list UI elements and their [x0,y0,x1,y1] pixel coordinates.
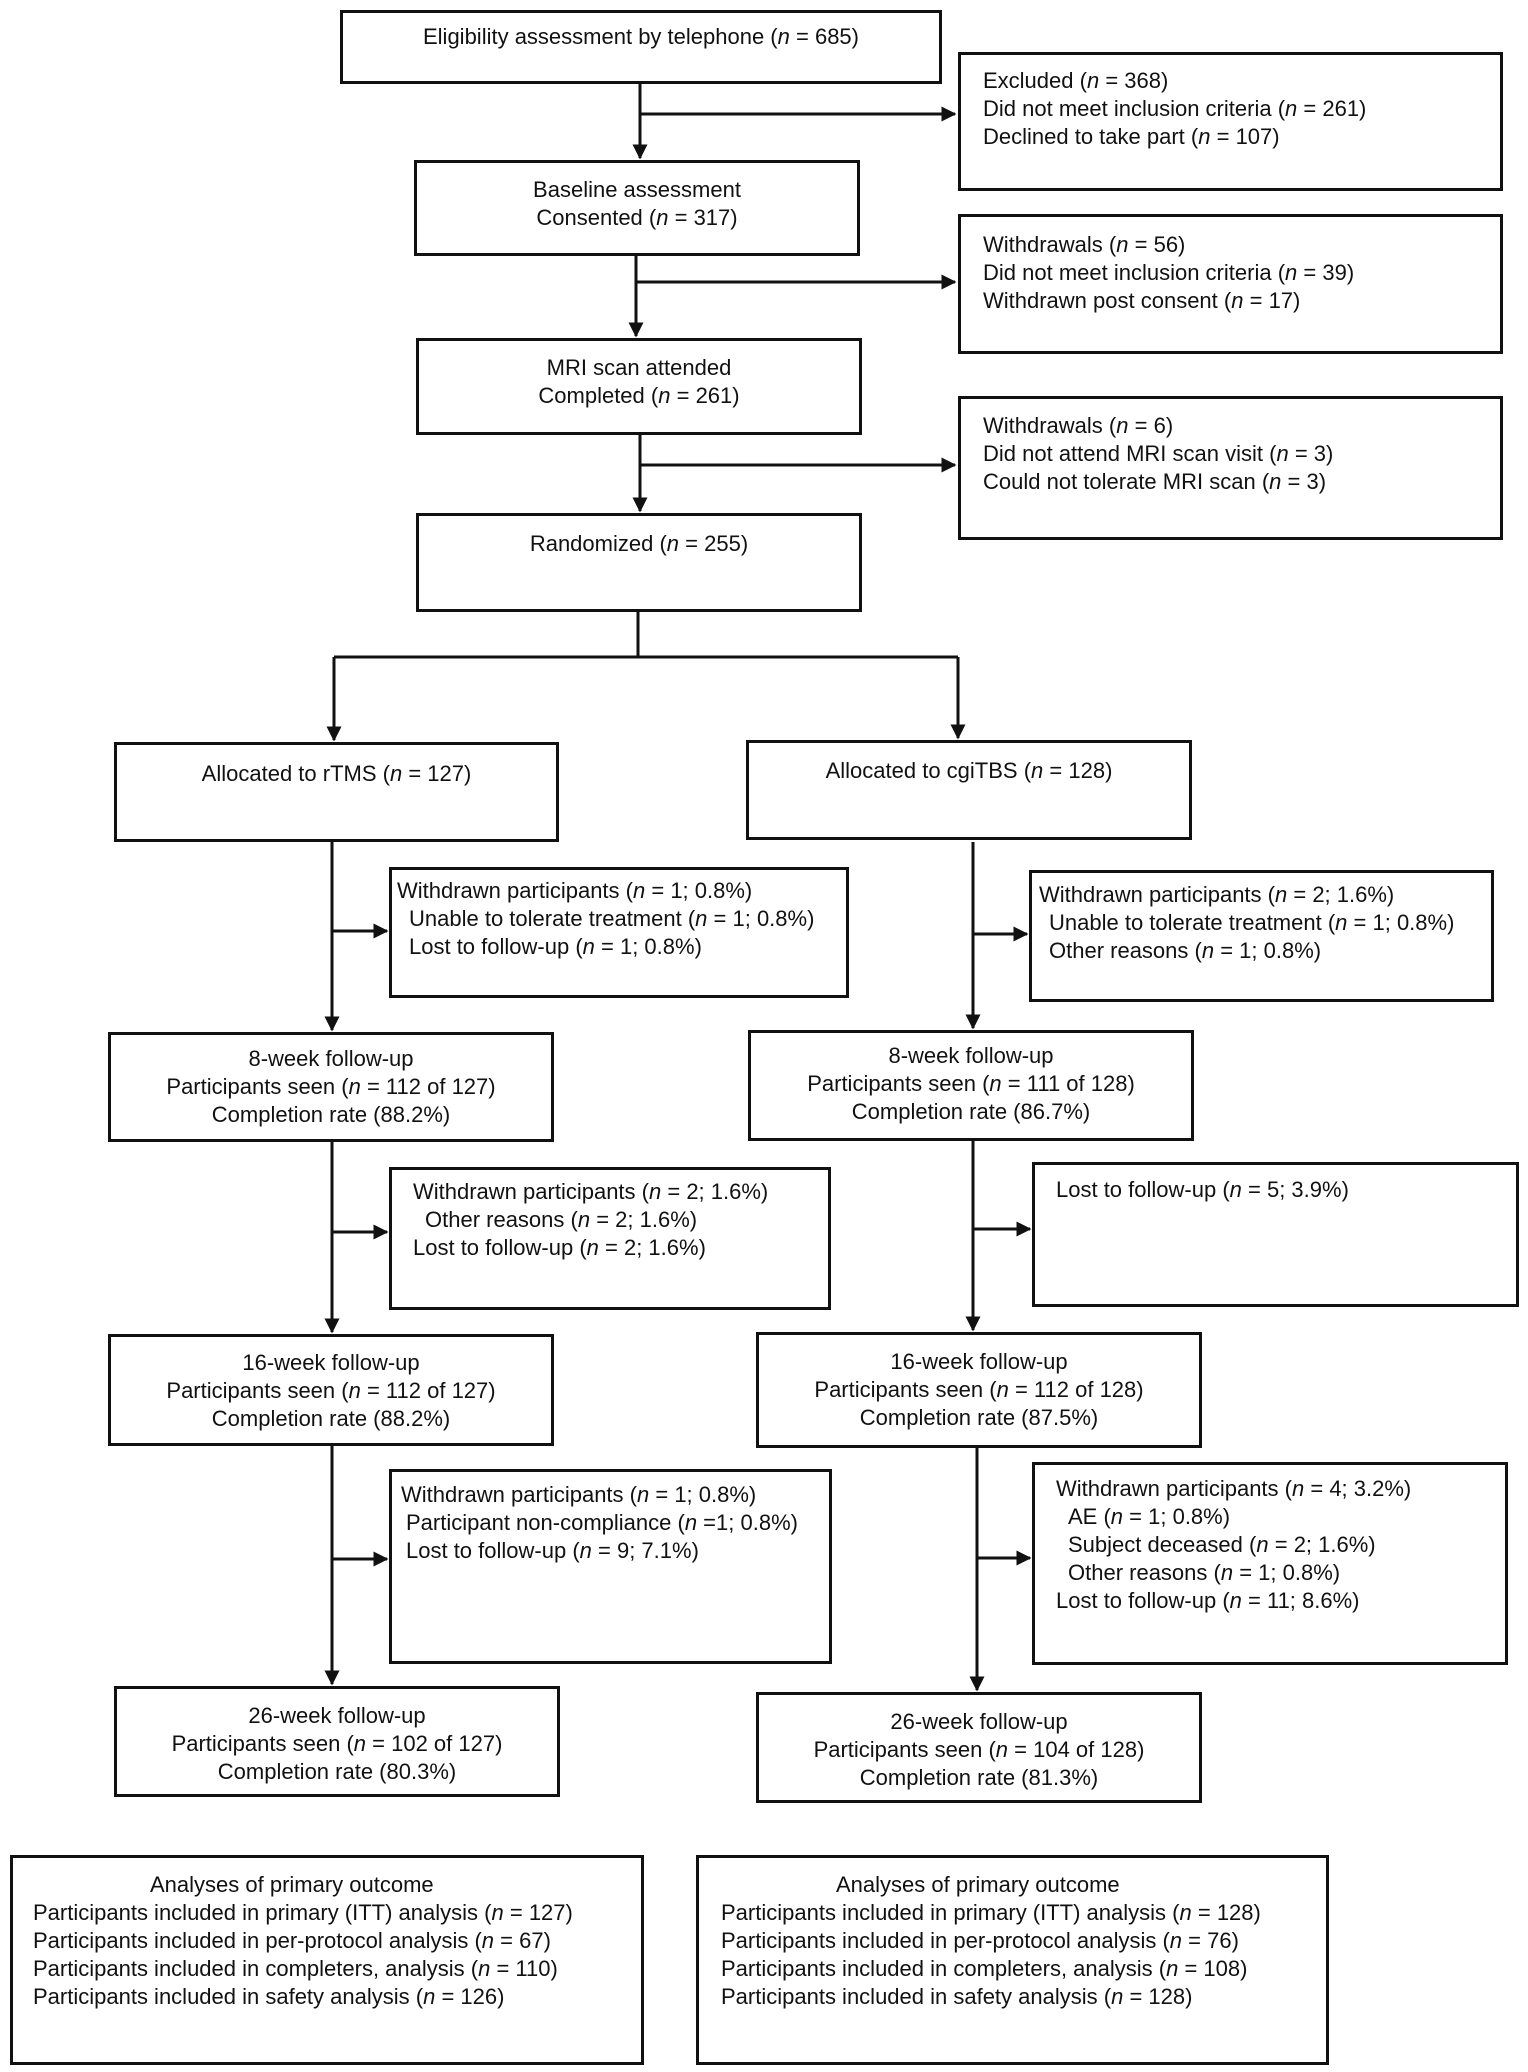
cgitbs-withdrawn-3-title: Withdrawn participants (n = 4; 3.2%) [1056,1476,1412,1501]
rtms-analyses-title: Analyses of primary outcome [150,1872,434,1897]
cgitbs-withdrawn-1-reason: Unable to tolerate treatment (n = 1; 0.8… [1049,910,1455,935]
cgitbs-week16-title: 16-week follow-up [890,1349,1068,1374]
rtms-withdrawn-1-reason: Unable to tolerate treatment (n = 1; 0.8… [409,906,815,931]
rtms-week16-rate: Completion rate (88.2%) [211,1406,451,1431]
cgitbs-withdrawn-1-reason: Other reasons (n = 1; 0.8%) [1049,938,1322,963]
rtms-withdrawn-2-lost: Lost to follow-up (n = 2; 1.6%) [413,1235,706,1260]
cgitbs-week26-title: 26-week follow-up [890,1709,1068,1734]
randomized-text: Randomized (n = 255) [529,531,749,556]
rtms-week8-seen: Participants seen (n = 112 of 127) [166,1074,496,1099]
cgitbs-withdrawn-1-box: Withdrawn participants (n = 2; 1.6%) Una… [1029,870,1494,1002]
cgitbs-week8-box: 8-week follow-up Participants seen (n = … [748,1030,1194,1141]
excluded-box: Excluded (n = 368) Did not meet inclusio… [958,52,1503,191]
cgitbs-week16-rate: Completion rate (87.5%) [859,1405,1099,1430]
rtms-analyses-safety: Participants included in safety analysis… [33,1984,505,2009]
cgitbs-analyses-title: Analyses of primary outcome [836,1872,1120,1897]
cgitbs-withdrawn-3-reason: Other reasons (n = 1; 0.8%) [1068,1560,1341,1585]
cgitbs-withdrawn-3-box: Withdrawn participants (n = 4; 3.2%) AE … [1032,1462,1508,1665]
baseline-withdrawals-reason: Did not meet inclusion criteria (n = 39) [983,260,1355,285]
baseline-withdrawals-title: Withdrawals (n = 56) [983,232,1186,257]
cgitbs-analyses-safety: Participants included in safety analysis… [721,1984,1193,2009]
excluded-reason: Declined to take part (n = 107) [983,124,1280,149]
rtms-week16-seen: Participants seen (n = 112 of 127) [166,1378,496,1403]
rtms-withdrawn-3-reason: Participant non-compliance (n =1; 0.8%) [406,1510,798,1535]
excluded-reason: Did not meet inclusion criteria (n = 261… [983,96,1367,121]
rtms-withdrawn-2-box: Withdrawn participants (n = 2; 1.6%) Oth… [389,1167,831,1310]
rtms-week26-title: 26-week follow-up [248,1703,426,1728]
mri-title: MRI scan attended [546,355,732,380]
rtms-analyses-completers: Participants included in completers, ana… [33,1956,558,1981]
rtms-week26-seen: Participants seen (n = 102 of 127) [171,1731,503,1756]
cgitbs-allocated-text: Allocated to cgiTBS (n = 128) [825,758,1113,783]
excluded-title: Excluded (n = 368) [983,68,1169,93]
rtms-withdrawn-2-title: Withdrawn participants (n = 2; 1.6%) [413,1179,769,1204]
mri-withdrawals-box: Withdrawals (n = 6) Did not attend MRI s… [958,396,1503,540]
rtms-week26-box: 26-week follow-up Participants seen (n =… [114,1686,560,1797]
cgitbs-week8-seen: Participants seen (n = 111 of 128) [807,1071,1135,1096]
cgitbs-week16-box: 16-week follow-up Participants seen (n =… [756,1332,1202,1448]
cgitbs-withdrawn-2-lost: Lost to follow-up (n = 5; 3.9%) [1056,1177,1349,1202]
mri-withdrawals-title: Withdrawals (n = 6) [983,413,1174,438]
cgitbs-analyses-completers: Participants included in completers, ana… [721,1956,1248,1981]
baseline-withdrawals-reason: Withdrawn post consent (n = 17) [983,288,1301,313]
rtms-week8-rate: Completion rate (88.2%) [211,1102,451,1127]
rtms-allocated-text: Allocated to rTMS (n = 127) [201,761,472,786]
cgitbs-withdrawn-2-box: Lost to follow-up (n = 5; 3.9%) [1032,1162,1519,1307]
cgitbs-withdrawn-3-reason: AE (n = 1; 0.8%) [1068,1504,1231,1529]
cgitbs-analyses-box: Analyses of primary outcome Participants… [696,1855,1329,2065]
rtms-analyses-box: Analyses of primary outcome Participants… [10,1855,644,2065]
rtms-withdrawn-2-reason: Other reasons (n = 2; 1.6%) [425,1207,698,1232]
cgitbs-withdrawn-3-lost: Lost to follow-up (n = 11; 8.6%) [1056,1588,1360,1613]
cgitbs-analyses-per-protocol: Participants included in per-protocol an… [721,1928,1239,1953]
baseline-withdrawals-box: Withdrawals (n = 56) Did not meet inclus… [958,214,1503,354]
rtms-withdrawn-1-lost: Lost to follow-up (n = 1; 0.8%) [409,934,702,959]
rtms-analyses-itt: Participants included in primary (ITT) a… [33,1900,573,1925]
rtms-analyses-per-protocol: Participants included in per-protocol an… [33,1928,551,1953]
cgitbs-allocated-box: Allocated to cgiTBS (n = 128) [746,740,1192,840]
baseline-count: Consented (n = 317) [536,205,738,230]
rtms-week16-box: 16-week follow-up Participants seen (n =… [108,1334,554,1446]
cgitbs-withdrawn-3-reason: Subject deceased (n = 2; 1.6%) [1068,1532,1376,1557]
cgitbs-week26-rate: Completion rate (81.3%) [859,1765,1099,1790]
mri-scan-box: MRI scan attended Completed (n = 261) [416,338,862,435]
rtms-withdrawn-3-title: Withdrawn participants (n = 1; 0.8%) [401,1482,757,1507]
randomized-box: Randomized (n = 255) [416,513,862,612]
cgitbs-week26-box: 26-week follow-up Participants seen (n =… [756,1692,1202,1803]
cgitbs-week16-seen: Participants seen (n = 112 of 128) [814,1377,1144,1402]
rtms-week26-rate: Completion rate (80.3%) [217,1759,457,1784]
baseline-assessment-box: Baseline assessment Consented (n = 317) [414,160,860,256]
rtms-withdrawn-3-lost: Lost to follow-up (n = 9; 7.1%) [406,1538,699,1563]
rtms-withdrawn-1-box: Withdrawn participants (n = 1; 0.8%) Una… [389,867,849,998]
baseline-title: Baseline assessment [533,177,741,202]
cgitbs-week8-rate: Completion rate (86.7%) [851,1099,1091,1124]
rtms-withdrawn-1-title: Withdrawn participants (n = 1; 0.8%) [397,878,753,903]
telephone-assessment-box: Eligibility assessment by telephone (n =… [340,10,942,84]
mri-withdrawals-reason: Did not attend MRI scan visit (n = 3) [983,441,1334,466]
rtms-allocated-box: Allocated to rTMS (n = 127) [114,742,559,842]
mri-count: Completed (n = 261) [538,383,740,408]
rtms-withdrawn-3-box: Withdrawn participants (n = 1; 0.8%) Par… [389,1469,832,1664]
rtms-week16-title: 16-week follow-up [242,1350,420,1375]
cgitbs-analyses-itt: Participants included in primary (ITT) a… [721,1900,1261,1925]
cgitbs-withdrawn-1-title: Withdrawn participants (n = 2; 1.6%) [1039,882,1395,907]
cgitbs-week8-title: 8-week follow-up [888,1043,1054,1068]
mri-withdrawals-reason: Could not tolerate MRI scan (n = 3) [983,469,1327,494]
rtms-week8-title: 8-week follow-up [248,1046,414,1071]
rtms-week8-box: 8-week follow-up Participants seen (n = … [108,1032,554,1142]
cgitbs-week26-seen: Participants seen (n = 104 of 128) [813,1737,1145,1762]
telephone-assessment-text: Eligibility assessment by telephone (n =… [423,24,859,49]
